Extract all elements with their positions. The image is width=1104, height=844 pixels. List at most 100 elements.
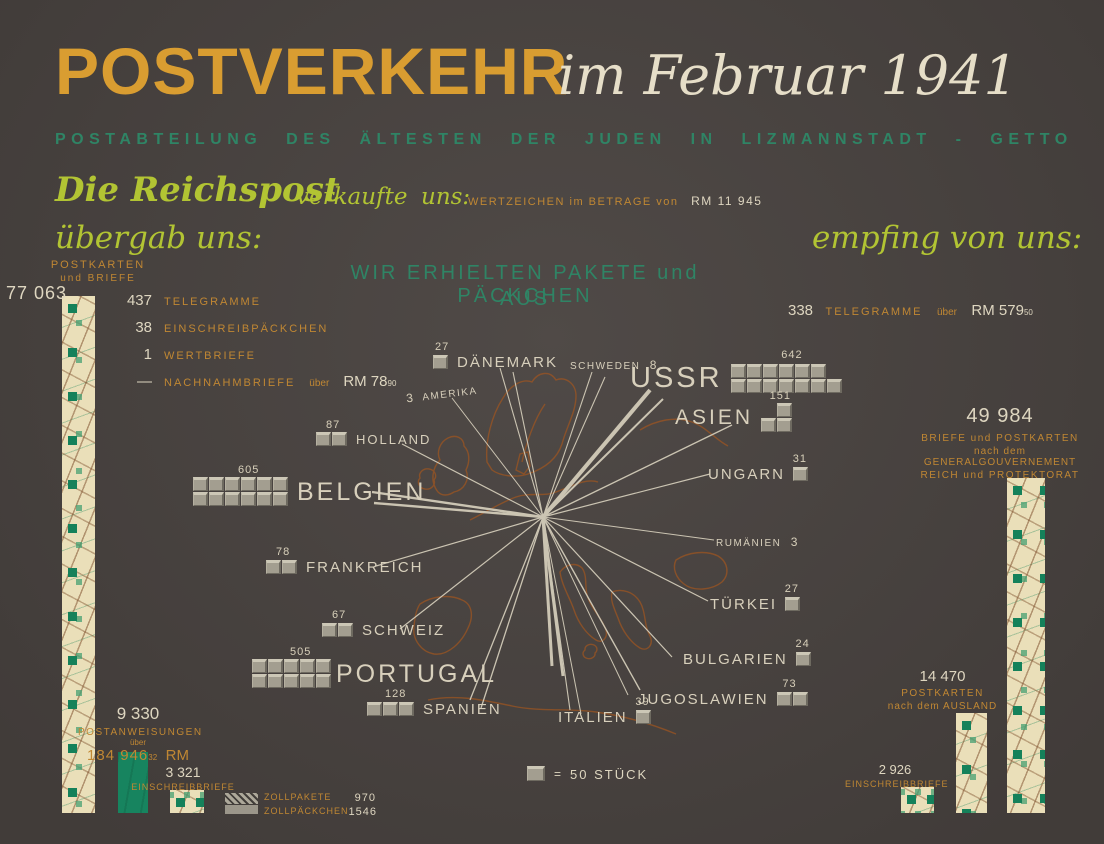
pictograph-boxes [785,597,801,612]
country-value: 78 [276,546,291,558]
customs-packets-value: 1546 [348,806,378,818]
country-frankreich: 78 FRANKREICH [266,546,424,576]
telegrams-label: TELEGRAMME [825,306,923,318]
postcards-handed-label-line2: und BRIEFE [60,273,136,284]
country-value: 27 [435,341,450,353]
letters-gg-line3: REICH und PROTEKTORAT [920,470,1080,481]
customs-rows: ZOLLPAKETE 970 ZOLLPÄCKCHEN 1546 [264,792,376,818]
country-label: TÜRKEI [710,596,778,613]
telegrams-value: 338 [788,302,814,319]
item-value: 38 [135,319,152,336]
country-bulgarien: 24 BULGARIEN [683,638,812,668]
country-value: 3 [790,535,799,549]
legend-text: 50 STÜCK [570,766,649,782]
money-orders-amount: 184 946 [87,747,149,764]
pictograph-boxes [316,432,348,447]
unit-box-icon [527,766,545,781]
wertzeichen-line: WERTZEICHEN im BETRAGE von RM 11 945 [468,194,762,208]
country-value: 642 [781,349,803,361]
letters-gg-line1: BRIEFE und POSTKARTEN [921,433,1079,444]
money-orders-block: 9 330 POSTANWEISUNGEN über 184 94632 RM [78,704,203,765]
country-ussr: 642 USSR [630,349,843,395]
reichspost-uns: uns: [421,184,471,210]
customs-packets-swatch [225,805,258,814]
registered-received-block: 2 926 EINSCHREIBBRIEFE [845,762,948,789]
country-value: 505 [290,646,312,658]
pictograph-boxes [776,692,809,707]
country-value: 24 [795,638,810,650]
item-label: NACHNAHMBRIEFE [164,377,296,389]
money-orders-uber: über [129,738,146,747]
reichspost-verb: verkaufte [296,184,408,210]
country-daenemark: 27 DÄNEMARK [433,341,558,371]
country-label: SCHWEDEN [570,361,641,372]
postcards-abroad-line1: POSTKARTEN [901,688,984,699]
country-label: HOLLAND [356,432,432,447]
item-value: — [137,373,152,390]
country-value: 27 [784,583,800,595]
country-spanien: 128 SPANIEN [367,688,502,718]
registered-handed-block: 3 321 EINSCHREIBBRIEFE [128,764,238,792]
handed-heading: übergab uns: [55,220,263,256]
reichspost-lead: Die Reichspost [55,170,340,210]
telegrams-uber: über [936,307,957,318]
pictograph-boxes [193,477,289,507]
country-label: SPANIEN [423,701,502,718]
country-italien: 39 ITALIEN [558,696,652,726]
bar-postcards-abroad [956,713,987,813]
pictograph-title-line2: AUS [499,288,551,310]
country-label: BULGARIEN [683,651,788,668]
title-date-script: im Februar 1941 [558,44,1018,107]
item-uber: über [309,378,330,389]
wertzeichen-label: WERTZEICHEN im BETRAGE von [468,196,679,208]
country-label: USSR [630,362,723,394]
postcards-handed-label-line1: POSTKARTEN [50,259,146,271]
country-value: 87 [326,419,341,431]
letters-gg-block: 49 984 BRIEFE und POSTKARTEN nach dem GE… [900,405,1100,481]
telegrams-received-line: 338 TELEGRAMME über RM 57950 [788,302,1033,320]
country-label: FRANKREICH [306,559,424,576]
money-orders-value: 9 330 [116,704,160,723]
page-title: POSTVERKEHR [55,34,569,108]
country-label: PORTUGAL [336,659,498,688]
country-value: 31 [792,453,808,465]
customs-parcels-value: 970 [354,792,376,804]
wertzeichen-amount: RM 11 945 [691,194,763,208]
subtitle: POSTABTEILUNG DES ÄLTESTEN DER JUDEN IN … [55,131,1073,148]
country-label: SCHWEIZ [362,622,446,639]
country-rumaenien: RUMÄNIEN 3 [716,533,798,551]
pictograph-title: WIR ERHIELTEN PAKETE und PÄCKCHEN [350,262,700,307]
country-schweden: SCHWEDEN 8 [570,356,657,374]
country-ungarn: 31 UNGARN [708,453,809,483]
bar-postcards-handed [62,296,95,813]
country-label: ITALIEN [558,709,628,726]
country-value: 73 [782,678,797,690]
bar-letters-gg [1007,478,1045,813]
country-label: JUGOSLAWIEN [638,691,769,708]
money-orders-amount-sub: 32 [148,753,158,762]
money-orders-label: POSTANWEISUNGEN [78,727,203,738]
customs-block [225,793,258,814]
country-label: BELGIEN [297,477,427,506]
bar-registered-handed [170,790,204,813]
country-value: 67 [332,609,347,621]
country-label: RUMÄNIEN [716,538,782,549]
country-value: 128 [385,688,407,700]
country-value: 3 [405,390,415,406]
pictograph-boxes [635,710,652,725]
pictograph-boxes [252,659,332,689]
received-heading: empfing von uns: [812,220,1083,256]
item-value: 437 [126,292,152,309]
country-tuerkei: 27 TÜRKEI [710,583,801,613]
country-portugal: 505 PORTUGAL [252,646,497,689]
pictograph-boxes [433,355,449,370]
handed-items: 437 TELEGRAMME 38 EINSCHREIBPÄCKCHEN 1 W… [112,292,396,390]
money-orders-amount-line: 184 94632 RM [78,747,198,765]
item-label: WERTBRIEFE [164,350,256,362]
pictograph-boxes [322,623,354,638]
item-amount: RM 78 [343,373,388,390]
country-asien: 151 ASIEN [675,390,793,433]
registered-received-value: 2 926 [878,762,912,777]
legend-equals: = [554,767,563,781]
